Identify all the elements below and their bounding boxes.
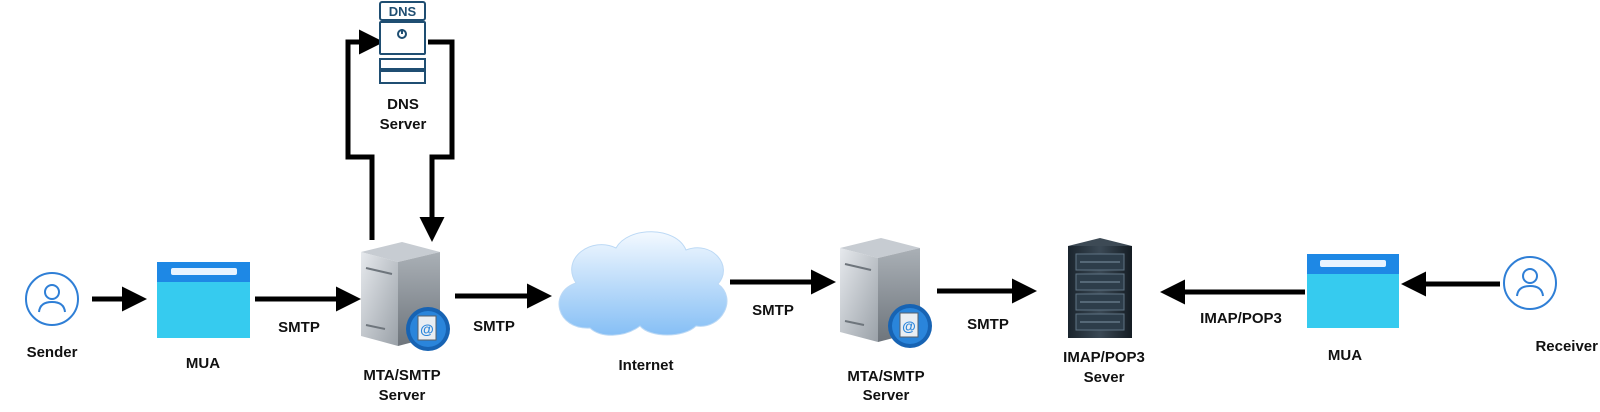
internet-node: Internet — [558, 231, 728, 374]
sender-node: Sender — [25, 272, 79, 361]
email-badge-icon: @ — [406, 307, 450, 351]
edge-label-internet-to-mta: SMTP — [752, 302, 794, 319]
mta-sender-label-line2: Server — [379, 387, 426, 404]
mail-client-window-icon — [157, 262, 250, 338]
sender-label: Sender — [27, 344, 78, 361]
dns-label-line2: Server — [380, 116, 427, 133]
server-rack-icon — [1068, 238, 1132, 338]
dns-server-node: DNS DNS Server — [379, 1, 427, 133]
mta-receiver-label-line2: Server — [863, 387, 910, 404]
svg-text:@: @ — [420, 321, 434, 337]
arrows — [92, 29, 1500, 312]
arrow-dns-to-mta — [419, 39, 455, 242]
email-badge-icon: @ — [888, 304, 932, 348]
edge-label-mta-to-internet: SMTP — [473, 318, 515, 335]
mua-sender-label: MUA — [186, 355, 220, 372]
dns-label-line1: DNS — [387, 96, 419, 113]
mta-receiver-label-line1: MTA/SMTP — [847, 368, 924, 385]
imap-label-line1: IMAP/POP3 — [1063, 349, 1145, 366]
edge-label-mta-to-imap: SMTP — [967, 316, 1009, 333]
person-icon — [25, 272, 79, 326]
edge-labels: SMTP SMTP SMTP SMTP IMAP/POP3 — [278, 302, 1282, 336]
arrow-mta-to-dns — [345, 29, 384, 240]
mua-receiver-label: MUA — [1328, 347, 1362, 364]
edge-label-mua-to-mta: SMTP — [278, 319, 320, 336]
mta-sender-label-line1: MTA/SMTP — [363, 367, 440, 384]
dns-server-icon — [379, 1, 426, 84]
mua-receiver-node: MUA — [1307, 254, 1399, 364]
internet-label: Internet — [618, 357, 673, 374]
imap-server-node: IMAP/POP3 Sever — [1063, 238, 1145, 386]
dns-badge-text: DNS — [389, 4, 417, 19]
edge-label-mua-to-imap: IMAP/POP3 — [1200, 310, 1282, 327]
server-tower-icon: @ — [361, 242, 450, 351]
mail-client-window-icon — [1307, 254, 1399, 328]
receiver-label: Receiver — [1535, 338, 1598, 355]
svg-text:@: @ — [902, 318, 916, 334]
imap-label-line2: Sever — [1084, 369, 1125, 386]
server-tower-icon: @ — [840, 238, 932, 348]
mua-sender-node: MUA — [157, 262, 250, 372]
mta-receiver-node: @ MTA/SMTP Server — [840, 238, 932, 404]
person-icon — [1503, 256, 1557, 310]
receiver-node: Receiver — [1503, 256, 1598, 355]
cloud-icon — [558, 231, 728, 336]
mta-sender-node: @ MTA/SMTP Server — [361, 242, 450, 404]
